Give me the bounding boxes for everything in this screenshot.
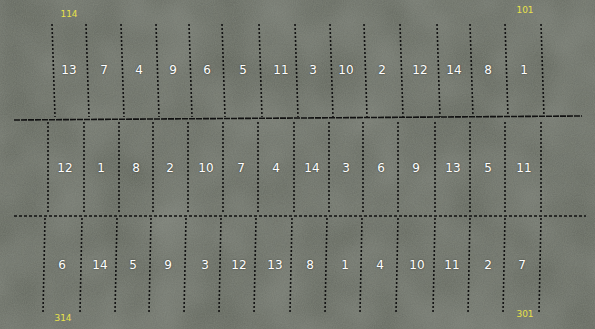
- plot-border: [222, 24, 225, 117]
- plot-border: [259, 24, 262, 117]
- plot-border: [43, 218, 45, 313]
- plot-border: [184, 218, 186, 313]
- treatment-number: 10: [198, 162, 213, 174]
- treatment-number: 10: [409, 259, 424, 271]
- treatment-number: 13: [61, 64, 76, 76]
- treatment-number: 12: [57, 162, 72, 174]
- treatment-number: 12: [412, 64, 427, 76]
- treatment-number: 9: [412, 162, 420, 174]
- plot-grid: [14, 24, 586, 313]
- treatment-number: 6: [58, 259, 66, 271]
- plot-border: [47, 122, 49, 214]
- treatment-number: 7: [100, 64, 108, 76]
- treatment-number: 5: [129, 259, 137, 271]
- treatment-number: 10: [338, 64, 353, 76]
- treatment-number: 2: [166, 162, 174, 174]
- treatment-number: 14: [304, 162, 319, 174]
- treatment-number: 14: [446, 64, 461, 76]
- plot-border: [257, 122, 259, 214]
- treatment-number: 12: [231, 259, 246, 271]
- treatment-number: 4: [272, 162, 280, 174]
- plot-border: [295, 24, 298, 117]
- treatment-number: 5: [239, 64, 247, 76]
- plot-border: [469, 122, 471, 214]
- plot-border: [328, 122, 330, 214]
- treatment-number: 11: [516, 162, 531, 174]
- treatment-number: 7: [518, 259, 526, 271]
- treatment-number: 9: [164, 259, 172, 271]
- row-border: [14, 116, 582, 120]
- plot-border: [468, 218, 470, 313]
- corner-plot-number: 101: [516, 6, 533, 15]
- plot-border: [362, 122, 364, 214]
- plot-border: [396, 218, 398, 313]
- plot-border: [118, 122, 120, 214]
- plot-border: [219, 218, 221, 313]
- plot-border: [115, 218, 117, 313]
- treatment-number: 4: [376, 259, 384, 271]
- plot-border: [290, 218, 292, 313]
- plot-border: [254, 218, 256, 313]
- plot-border: [437, 24, 440, 117]
- plot-border: [541, 24, 544, 117]
- treatment-number: 1: [341, 259, 349, 271]
- plot-border: [149, 218, 151, 313]
- plot-border: [121, 24, 124, 117]
- plot-border: [189, 24, 192, 117]
- treatment-number: 5: [484, 162, 492, 174]
- plot-border: [504, 122, 506, 214]
- treatment-number: 3: [201, 259, 209, 271]
- plot-border: [222, 122, 224, 214]
- treatment-number: 4: [135, 64, 143, 76]
- treatment-number: 2: [378, 64, 386, 76]
- treatment-number: 1: [97, 162, 105, 174]
- plot-border: [187, 122, 189, 214]
- plot-border: [360, 218, 362, 313]
- plot-border: [470, 24, 473, 117]
- plot-border: [325, 218, 327, 313]
- plot-border: [400, 24, 403, 117]
- treatment-number: 8: [484, 64, 492, 76]
- treatment-number: 7: [237, 162, 245, 174]
- treatment-number: 6: [203, 64, 211, 76]
- plot-border: [293, 122, 295, 214]
- treatment-number: 13: [267, 259, 282, 271]
- row-border: [14, 215, 586, 217]
- corner-plot-number: 114: [60, 10, 77, 19]
- plot-border: [86, 24, 89, 117]
- plot-border: [540, 122, 542, 214]
- plot-border: [539, 218, 541, 313]
- treatment-number: 14: [92, 259, 107, 271]
- treatment-number: 8: [306, 259, 314, 271]
- treatment-number: 1: [520, 64, 528, 76]
- plot-border: [503, 218, 505, 313]
- treatment-number: 6: [377, 162, 385, 174]
- plot-border: [152, 122, 154, 214]
- treatment-number: 9: [169, 64, 177, 76]
- treatment-number: 13: [445, 162, 460, 174]
- treatment-number: 11: [444, 259, 459, 271]
- plot-border: [52, 24, 55, 117]
- corner-plot-number: 314: [54, 314, 71, 323]
- treatment-number: 11: [273, 64, 288, 76]
- plot-border: [330, 24, 333, 117]
- treatment-number: 3: [309, 64, 317, 76]
- plot-border: [434, 122, 436, 214]
- plot-border: [364, 24, 367, 117]
- plot-border: [83, 122, 85, 214]
- treatment-number: 2: [484, 259, 492, 271]
- corner-plot-number: 301: [516, 310, 533, 319]
- plot-border: [433, 218, 435, 313]
- plot-border: [156, 24, 159, 117]
- plot-border: [505, 24, 508, 117]
- plot-border: [80, 218, 82, 313]
- treatment-number: 8: [132, 162, 140, 174]
- plot-border: [397, 122, 399, 214]
- treatment-number: 3: [342, 162, 350, 174]
